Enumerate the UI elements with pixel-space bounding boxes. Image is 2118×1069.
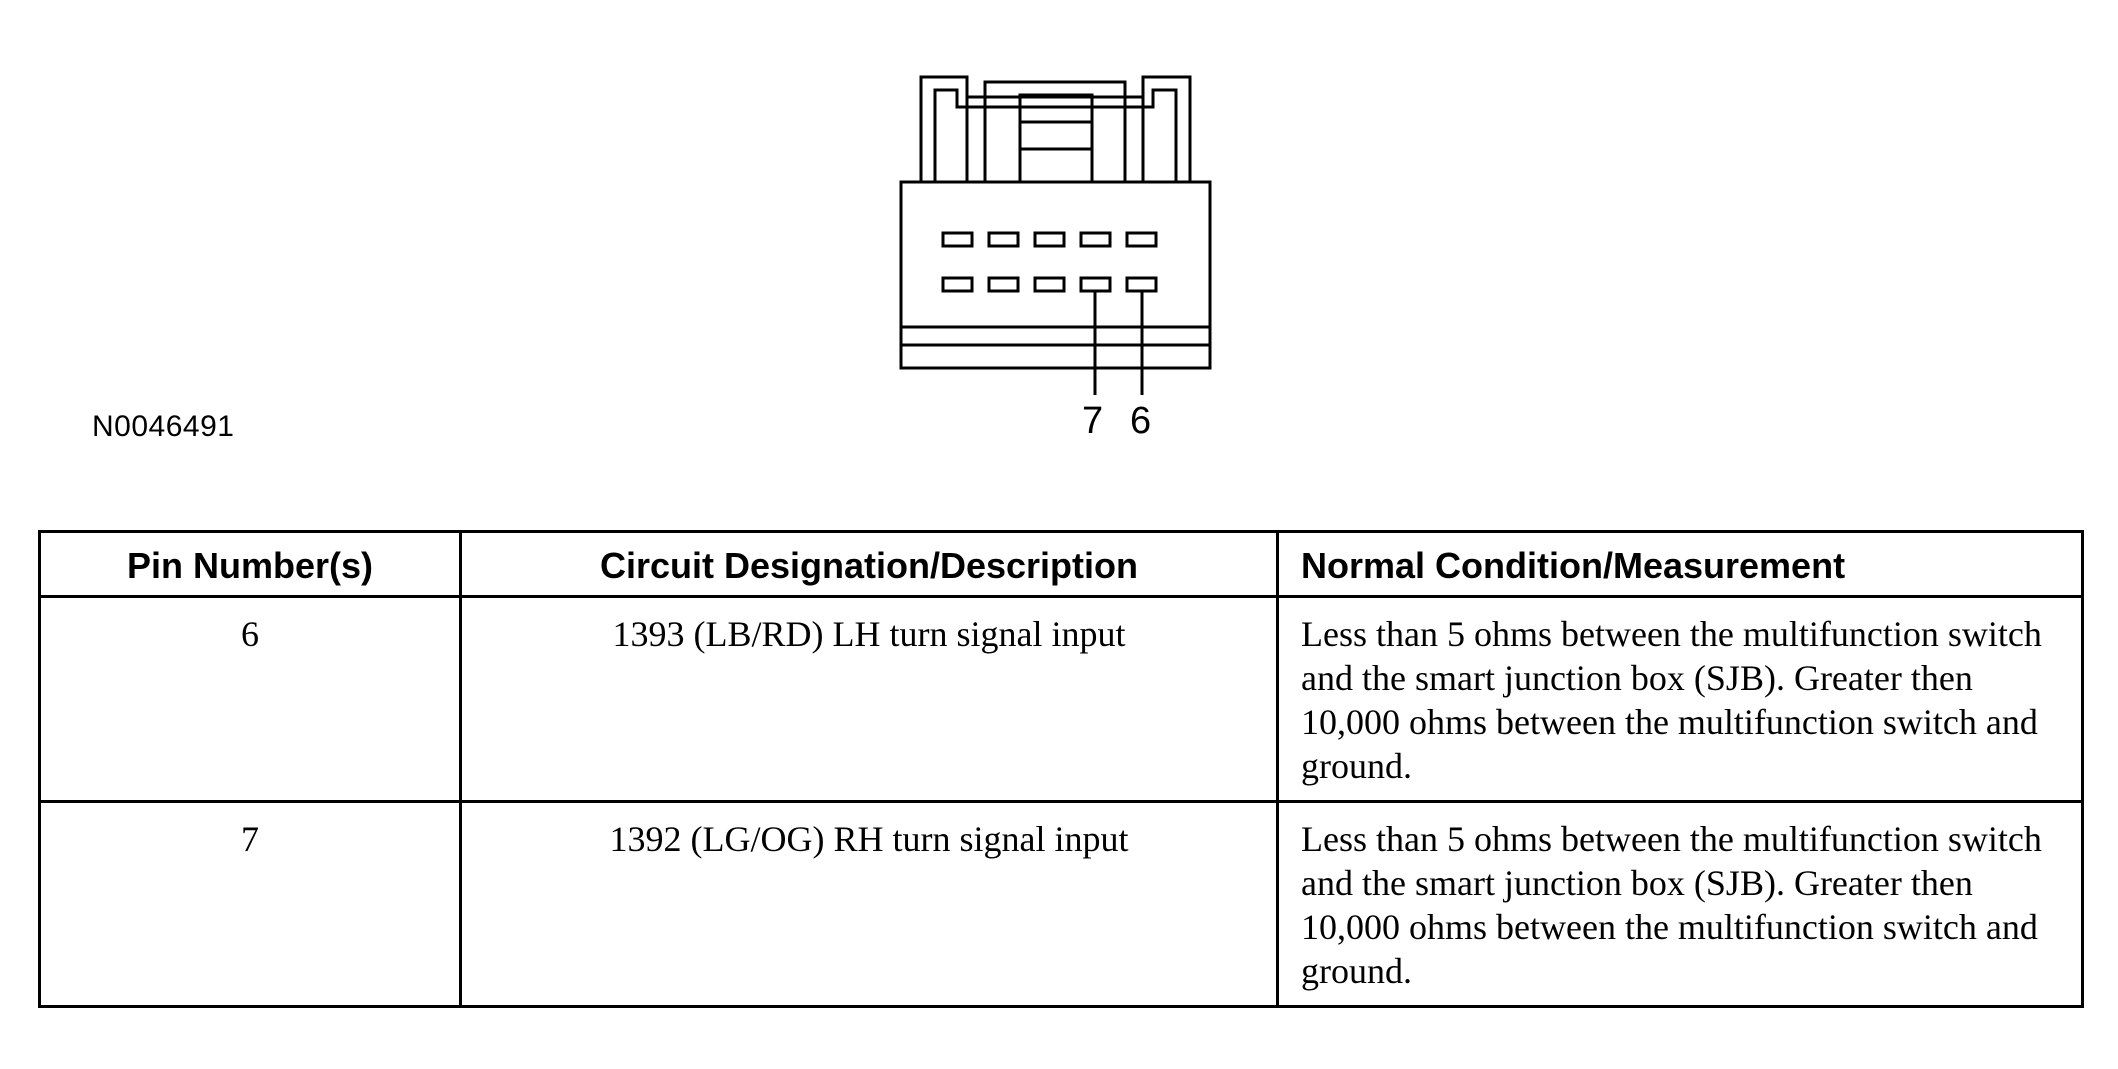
cell-normal-condition: Less than 5 ohms between the multifuncti… xyxy=(1276,595,2084,803)
latch-arm-right xyxy=(1123,95,1145,184)
cell-circuit-description: 1393 (LB/RD) LH turn signal input xyxy=(459,595,1279,803)
pin-cavity xyxy=(1033,276,1066,293)
pin-cavity-row-bottom xyxy=(941,276,1158,293)
locking-tab-outline xyxy=(919,75,1192,182)
table-row: 6 1393 (LB/RD) LH turn signal input Less… xyxy=(38,595,2084,803)
figure-reference-code: N0046491 xyxy=(92,410,235,443)
pin-cavity-7 xyxy=(1079,276,1112,293)
header-pin-numbers: Pin Number(s) xyxy=(38,530,462,598)
table-row: 7 1392 (LG/OG) RH turn signal input Less… xyxy=(38,800,2084,1008)
cell-pin-number: 6 xyxy=(38,595,462,803)
cell-circuit-description: 1392 (LG/OG) RH turn signal input xyxy=(459,800,1279,1008)
pin-label-6: 6 xyxy=(1130,400,1152,442)
header-circuit-designation: Circuit Designation/Description xyxy=(459,530,1279,598)
pin-cavity xyxy=(941,231,974,248)
pin-cavity xyxy=(1033,231,1066,248)
pin-cavity-row-top xyxy=(941,231,1158,248)
pin-cavity xyxy=(987,276,1020,293)
pin-description-table: Pin Number(s) Circuit Designation/Descri… xyxy=(38,530,2084,1008)
latch-window xyxy=(1018,93,1094,184)
pin-cavity xyxy=(987,231,1020,248)
pin-cavity-6 xyxy=(1125,276,1158,293)
pin-cavity xyxy=(1125,231,1158,248)
cell-pin-number: 7 xyxy=(38,800,462,1008)
header-normal-condition: Normal Condition/Measurement xyxy=(1276,530,2084,598)
connector-housing xyxy=(899,180,1212,370)
connector-face-diagram xyxy=(899,75,1212,395)
pin-cavity xyxy=(1079,231,1112,248)
cell-normal-condition: Less than 5 ohms between the multifuncti… xyxy=(1276,800,2084,1008)
locking-tab-inner xyxy=(933,88,1178,182)
pin-cavity xyxy=(941,276,974,293)
pin-label-7: 7 xyxy=(1082,400,1104,442)
latch-arm-left xyxy=(965,95,987,184)
table-header-row: Pin Number(s) Circuit Designation/Descri… xyxy=(38,530,2084,598)
